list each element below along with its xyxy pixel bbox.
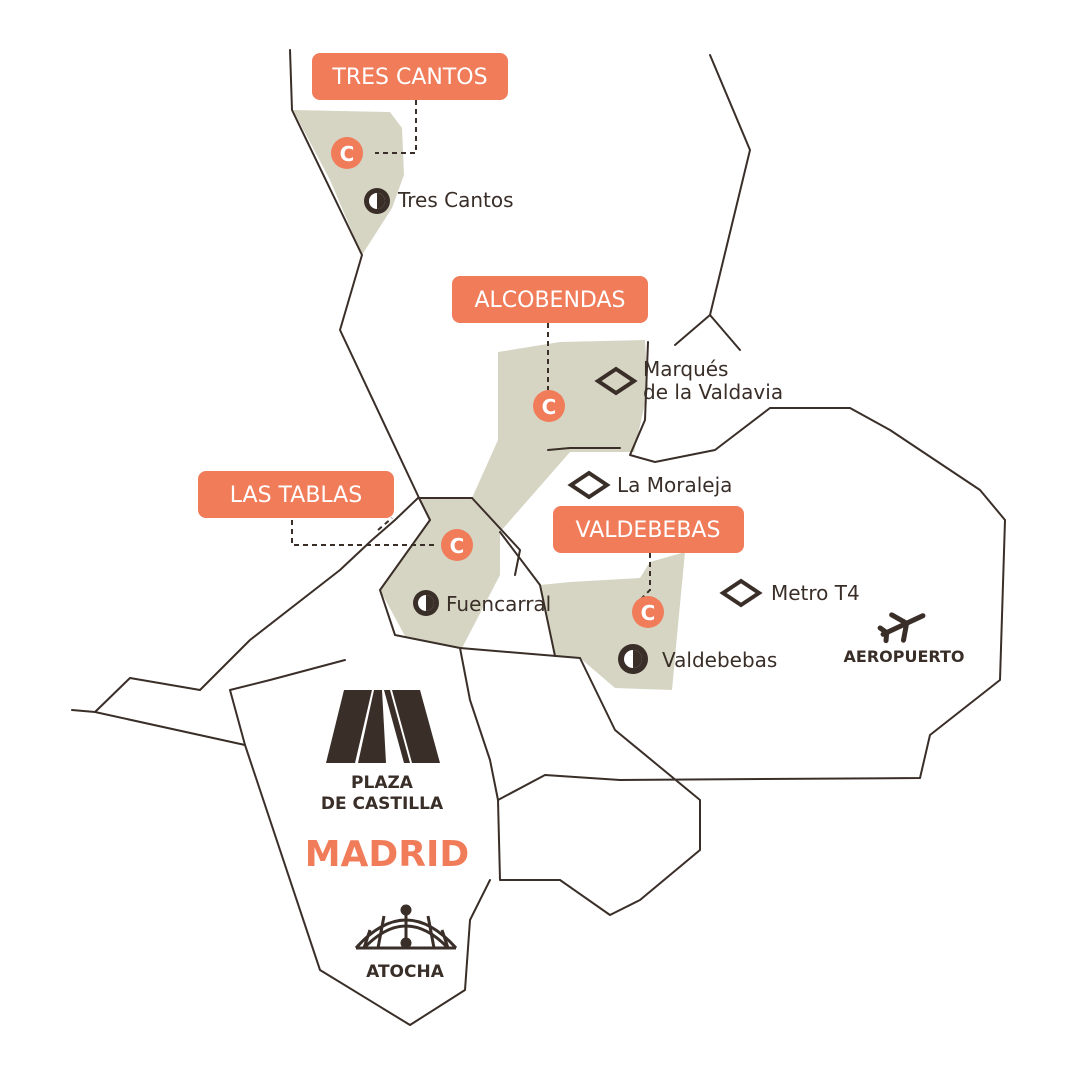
metro-icon [594, 366, 638, 396]
atocha-station-icon [354, 904, 458, 950]
connector-valdebebas [639, 553, 651, 601]
station-label-marques: Marqués [643, 357, 728, 381]
svg-text:C: C [450, 534, 465, 558]
station-label-valdavia: de la Valdavia [643, 380, 783, 404]
svg-text:VALDEBEBAS: VALDEBEBAS [576, 518, 721, 543]
zone-label-valdebebas[interactable]: VALDEBEBAS [553, 506, 744, 553]
zone-label-tres-cantos[interactable]: TRES CANTOS [312, 53, 508, 100]
road-network [71, 49, 1006, 1026]
city-label: MADRID [305, 834, 470, 875]
station-label-tres-cantos: Tres Cantos [397, 188, 514, 212]
svg-text:ALCOBENDAS: ALCOBENDAS [474, 288, 625, 313]
metro-icon [567, 470, 611, 500]
svg-text:C: C [340, 142, 355, 166]
atocha-label: ATOCHA [366, 962, 445, 982]
plaza-label-line1: PLAZA [351, 773, 414, 793]
airplane-icon [877, 612, 926, 644]
cercanias-icon [413, 590, 439, 616]
zone-label-las-tablas[interactable]: LAS TABLAS [198, 471, 394, 518]
zone-area-las-tablas [380, 498, 500, 648]
connector-las-tablas [291, 517, 435, 546]
station-label-metro-t4: Metro T4 [771, 581, 860, 605]
kio-towers-icon [326, 690, 440, 763]
zone-area-valdebebas [540, 552, 685, 690]
zone-area-tres-cantos [293, 110, 404, 255]
metro-icon [719, 578, 763, 608]
center-marker-tres-cantos[interactable]: C [331, 137, 363, 169]
svg-text:LAS TABLAS: LAS TABLAS [230, 483, 362, 508]
svg-text:C: C [641, 601, 656, 625]
svg-text:C: C [542, 395, 557, 419]
cercanias-icon [618, 644, 648, 674]
cercanias-icon [364, 188, 390, 214]
airport-label: AEROPUERTO [844, 647, 965, 666]
center-marker-alcobendas[interactable]: C [533, 390, 565, 422]
center-marker-valdebebas[interactable]: C [632, 596, 664, 628]
station-label-valdebebas: Valdebebas [662, 648, 777, 672]
center-marker-las-tablas[interactable]: C [441, 529, 473, 561]
zone-area-alcobendas [472, 340, 648, 532]
station-label-fuencarral: Fuencarral [446, 592, 551, 616]
station-label-la-moraleja: La Moraleja [617, 473, 732, 497]
zone-label-alcobendas[interactable]: ALCOBENDAS [452, 276, 648, 323]
svg-text:TRES CANTOS: TRES CANTOS [331, 65, 487, 90]
plaza-label-line2: DE CASTILLA [321, 794, 444, 814]
